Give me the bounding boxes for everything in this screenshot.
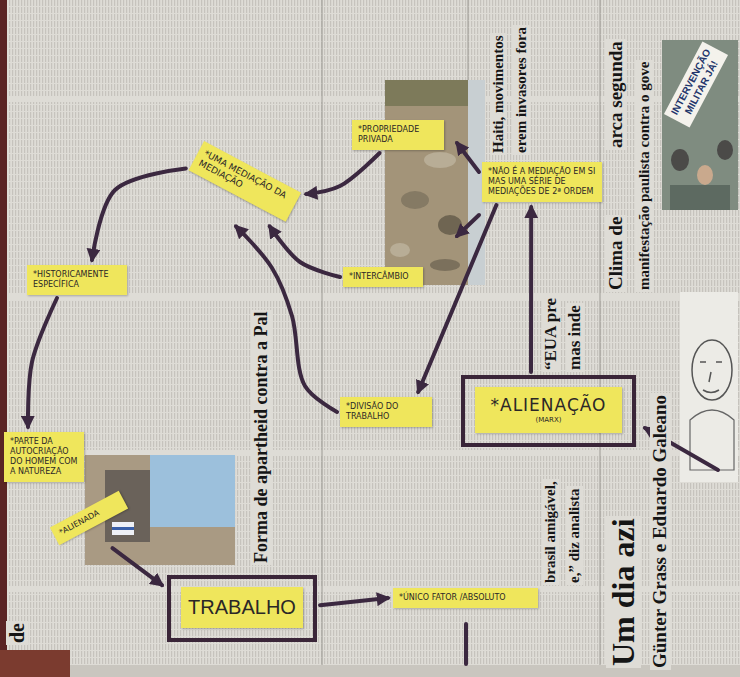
sticky-note: *ALIENAÇÃO(MARX) [475, 387, 622, 433]
note-text: *INTERCÂMBIO [349, 272, 417, 282]
sticky-note: *PARTE DA AUTOCRIAÇÃO DO HOMEM COM A NAT… [4, 432, 84, 482]
headline: mas inde [566, 303, 585, 372]
landscape-photo [385, 80, 485, 285]
concept-arrow [529, 207, 533, 372]
note-text: *ÚNICO FATOR /ABSOLUTO [399, 593, 532, 603]
headline: de [6, 621, 28, 645]
headline: Forma de apartheid contra a Pal [252, 310, 272, 565]
page-edge [0, 650, 70, 677]
concept-arrow [270, 226, 340, 277]
sticky-note: *ÚNICO FATOR /ABSOLUTO [393, 588, 538, 608]
headline: brasil amigável, [542, 479, 559, 585]
headline: Clima de [606, 215, 627, 292]
sticky-note: TRABALHO [181, 587, 303, 628]
note-text: *PARTE DA AUTOCRIAÇÃO DO HOMEM COM A NAT… [10, 437, 78, 477]
note-text: *HISTORICAMENTE ESPECÍFICA [33, 270, 121, 290]
concept-arrow [306, 153, 379, 194]
headline: arca segunda [606, 39, 627, 150]
framed-sticky-note: *ALIENAÇÃO(MARX) [461, 375, 636, 447]
concept-arrow [28, 298, 57, 427]
headline: e,” diz analista [566, 486, 583, 585]
framed-sticky-note: TRABALHO [167, 575, 317, 642]
concept-arrow [92, 168, 186, 260]
sticky-note: *PROPRIEDADE PRIVADA [352, 120, 444, 150]
protest-photo [662, 40, 738, 210]
headline: manifestação paulista contra o gove [636, 60, 653, 292]
headline: “EUA pre [542, 296, 561, 372]
note-text: *ALIENAÇÃO [479, 395, 618, 416]
note-text: (MARX) [479, 416, 618, 425]
headline: Günter Grass e Eduardo Galeano [650, 393, 671, 670]
note-text: TRABALHO [185, 595, 299, 620]
concept-arrow [112, 548, 162, 585]
concept-arrow [320, 598, 388, 605]
sticky-note: *DIVISÃO DO TRABALHO [340, 397, 432, 427]
page-edge [0, 0, 7, 677]
note-text: *DIVISÃO DO TRABALHO [346, 402, 426, 422]
sticky-note: *NÃO É A MEDIAÇÃO EM SI MAS UMA SÉRIE DE… [482, 162, 602, 202]
headline: Um dia azi [606, 516, 641, 668]
note-text: *PROPRIEDADE PRIVADA [358, 125, 438, 145]
note-text: *NÃO É A MEDIAÇÃO EM SI MAS UMA SÉRIE DE… [488, 167, 596, 197]
sticky-note: *HISTORICAMENTE ESPECÍFICA [27, 265, 127, 295]
sticky-note: *INTERCÂMBIO [343, 267, 423, 287]
column-rules [322, 0, 600, 665]
concept-arrow [418, 205, 496, 392]
headline: erem invasores fora [513, 25, 530, 155]
pointer-arrows [457, 143, 718, 664]
headline: Haiti, movimentos [490, 34, 507, 156]
